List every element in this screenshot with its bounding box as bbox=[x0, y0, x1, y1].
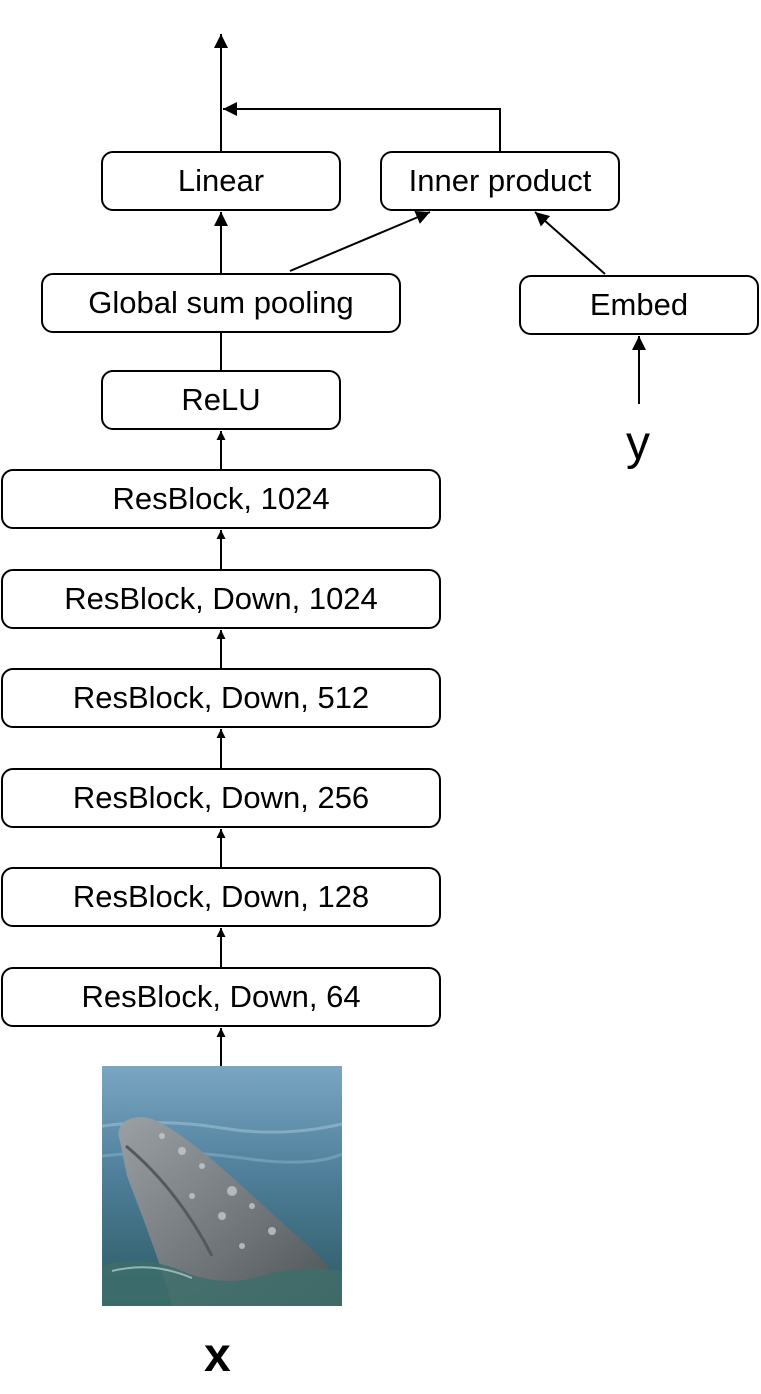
y-input-label: y bbox=[626, 417, 650, 470]
whale-photo bbox=[102, 1066, 342, 1306]
resblock-down-128-node: ResBlock, Down, 128 bbox=[1, 867, 441, 927]
global-sum-pooling-node: Global sum pooling bbox=[41, 273, 401, 333]
resblock-down-512-node: ResBlock, Down, 512 bbox=[1, 668, 441, 728]
resblock-1024-node: ResBlock, 1024 bbox=[1, 469, 441, 529]
embed-node: Embed bbox=[519, 275, 759, 335]
embed-to-inner-product-arrow bbox=[534, 211, 606, 275]
resblock-down-64-node: ResBlock, Down, 64 bbox=[1, 967, 441, 1027]
resblock-down-256-node: ResBlock, Down, 256 bbox=[1, 768, 441, 828]
inner-product-node: Inner product bbox=[380, 151, 620, 211]
x-input-label: x bbox=[204, 1329, 231, 1382]
relu-node: ReLU bbox=[101, 370, 341, 430]
inner-product-merge-arrow bbox=[223, 102, 501, 152]
pooling-to-inner-product-arrow bbox=[289, 210, 431, 272]
linear-node: Linear bbox=[101, 151, 341, 211]
resblock-down-1024-node: ResBlock, Down, 1024 bbox=[1, 569, 441, 629]
